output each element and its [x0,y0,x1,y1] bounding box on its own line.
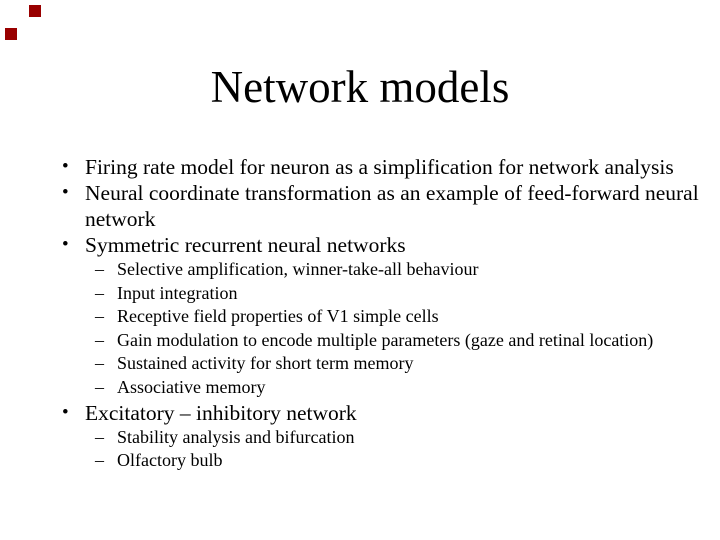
outline-text: Neural coordinate transformation as an e… [85,181,699,231]
outline-list: • Firing rate model for neuron as a simpl… [62,154,720,473]
bullet-dot-icon: • [62,182,69,203]
sub-bullet-item: –Stability analysis and bifurcation [95,426,720,450]
bullet-dot-icon: • [62,234,69,255]
outline-text: Firing rate model for neuron as a simpli… [85,155,674,179]
sub-bullet-item: –Input integration [95,282,720,306]
outline-text: Associative memory [117,376,266,397]
dash-icon: – [95,259,104,279]
dash-icon: – [95,376,104,397]
dash-icon: – [95,450,104,471]
bullet-item: • Symmetric recurrent neural networks [62,232,720,258]
dash-icon: – [95,306,104,327]
outline-text: Stability analysis and bifurcation [117,426,355,447]
bullet-item: • Neural coordinate transformation as an … [62,180,720,232]
sub-bullet-item: –Selective amplification, winner-take-al… [95,258,720,282]
outline-text: Input integration [117,282,238,303]
outline-text: Sustained activity for short term memory [117,353,414,374]
outline-text: Receptive field properties of V1 simple … [117,306,439,327]
sub-bullet-item: –Associative memory [95,376,720,400]
dash-icon: – [95,282,104,303]
bullet-item: • Excitatory – inhibitory network [62,400,720,426]
bullet-dot-icon: • [62,156,69,177]
outline-text: Gain modulation to encode multiple param… [117,329,654,350]
bullet-dot-icon: • [62,401,69,423]
dash-icon: – [95,353,104,374]
outline-text: Olfactory bulb [117,450,223,471]
sub-bullet-item: –Gain modulation to encode multiple para… [95,329,720,353]
sub-bullet-item: –Sustained activity for short term memor… [95,352,720,376]
sub-bullet-item: –Receptive field properties of V1 simple… [95,305,720,329]
decor-square-left [5,28,17,40]
bullet-item: • Firing rate model for neuron as a simpl… [62,154,720,180]
sub-bullet-item: –Olfactory bulb [95,449,720,473]
outline-text: Excitatory – inhibitory network [85,400,357,425]
outline-text: Selective amplification, winner-take-all… [117,259,479,279]
decor-square-top [29,5,41,17]
outline-text: Symmetric recurrent neural networks [85,233,406,257]
slide-title: Network models [210,62,510,112]
dash-icon: – [95,426,104,447]
dash-icon: – [95,329,104,350]
